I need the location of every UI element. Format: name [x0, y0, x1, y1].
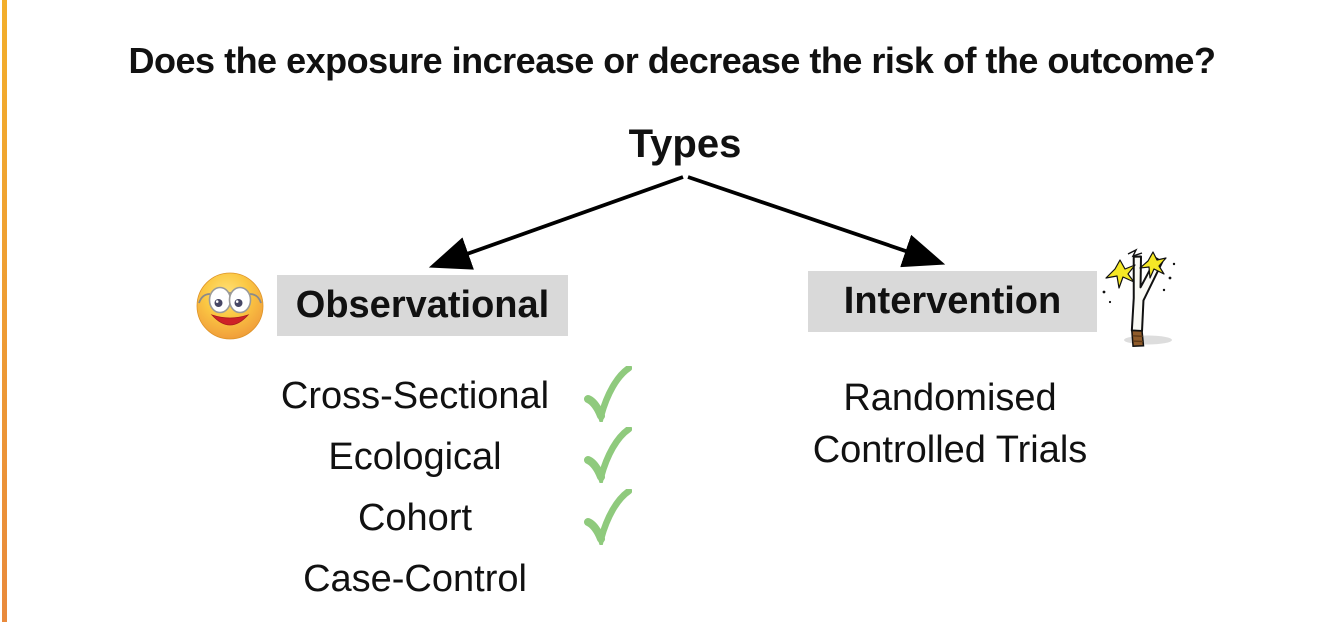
smiley-face-with-glasses-icon: [196, 272, 264, 340]
checkmark-icon: [584, 427, 632, 483]
arrow-to-intervention: [687, 175, 946, 268]
intervention-label-text: Intervention: [843, 280, 1062, 322]
study-item-label: Ecological: [328, 436, 502, 478]
branch-arrows: [428, 175, 946, 270]
observational-study-list: Cross-Sectional Ecological Cohort Case-C…: [250, 366, 580, 610]
tree-root-label: Types: [628, 122, 742, 166]
observational-label-text: Observational: [295, 284, 550, 326]
study-item-label: Cross-Sectional: [280, 375, 550, 417]
arrow-to-observational: [428, 175, 684, 270]
page-title: Does the exposure increase or decrease t…: [128, 40, 1216, 81]
checkmark-icon: [584, 366, 632, 422]
study-item-ecological: Ecological: [250, 427, 580, 488]
study-item-label: Cohort: [357, 497, 473, 539]
observational-branch-label: Observational: [277, 275, 568, 336]
intervention-study-item: Randomised Controlled Trials: [812, 377, 1088, 471]
study-item-cross-sectional: Cross-Sectional: [250, 366, 580, 427]
checkmark-icon: [584, 489, 632, 545]
intervention-branch-label: Intervention: [808, 271, 1097, 332]
left-accent-bar: [2, 0, 7, 622]
study-item-cohort: Cohort: [250, 488, 580, 549]
study-item-case-control: Case-Control: [250, 549, 580, 610]
study-item-label: Case-Control: [303, 558, 527, 600]
magic-wand-icon: [1102, 248, 1176, 348]
